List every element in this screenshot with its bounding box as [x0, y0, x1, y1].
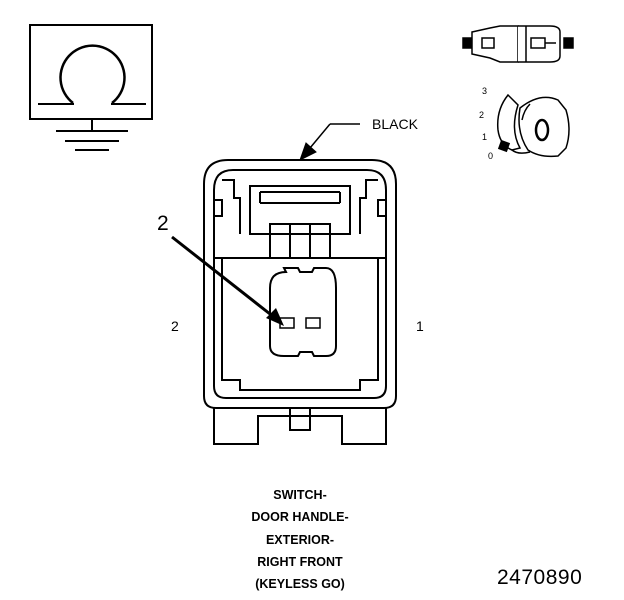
key-position-icon [496, 93, 570, 158]
black-callout-arrow [299, 123, 360, 162]
terminal-cavity-1 [305, 317, 321, 329]
caption-line: EXTERIOR- [265, 532, 335, 547]
key-position-label: 3 [482, 86, 488, 96]
key-position-label: 1 [482, 132, 488, 142]
caption-line: DOOR HANDLE- [251, 510, 349, 525]
key-position-label: 2 [479, 110, 485, 120]
component-caption: SWITCH- DOOR HANDLE- EXTERIOR- RIGHT FRO… [200, 484, 400, 595]
caption-line: RIGHT FRONT [257, 554, 343, 569]
key-position-label: 0 [488, 151, 494, 161]
callout-number: 2 [157, 212, 169, 235]
figure-number: 2470890 [497, 566, 583, 589]
color-callout-label: BLACK [372, 116, 418, 132]
caption-line: (KEYLESS GO) [255, 577, 345, 592]
connector-icon [462, 25, 574, 63]
pin-label-right: 1 [416, 318, 424, 334]
pin-2-callout-arrow [171, 235, 284, 326]
pin-label-left: 2 [171, 318, 179, 334]
connector-body [203, 159, 397, 445]
caption-line: SWITCH- [273, 488, 327, 502]
ground-omega-symbol [29, 24, 153, 151]
